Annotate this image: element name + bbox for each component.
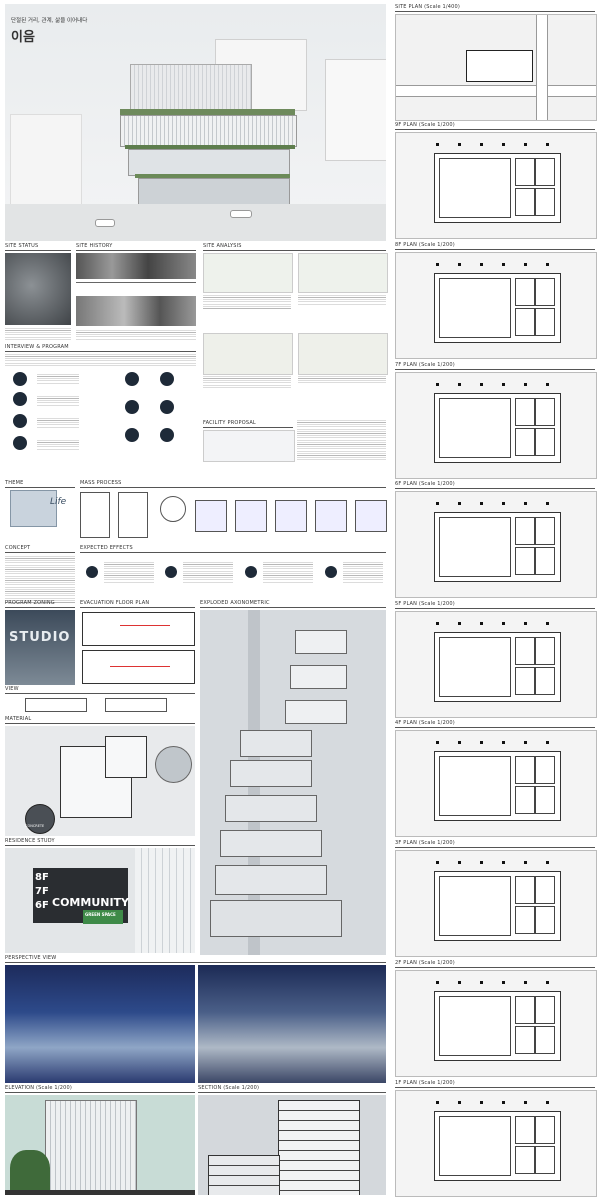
plan-label: 7F PLAN (Scale 1/200) [395, 362, 455, 368]
facility-diagram [203, 430, 295, 462]
evacuation-header: EVACUATION FLOOR PLAN [80, 600, 150, 606]
view-header: VIEW [5, 686, 19, 692]
material-render: CONCRETE [5, 726, 195, 836]
floor-plan-drawing [395, 730, 597, 837]
perspective-render-1 [5, 965, 195, 1083]
residence-community: COMMUNITY [52, 896, 130, 909]
program-zoning-header: PROGRAM ZONING [5, 600, 55, 606]
exploded-axonometric-header: EXPLODED AXONOMETRIC [200, 600, 270, 606]
site-status-map [5, 253, 71, 325]
exploded-axonometric-render [200, 610, 386, 955]
site-status-header: SITE STATUS [5, 243, 39, 249]
site-analysis-header: SITE ANALYSIS [203, 243, 242, 249]
residence-study-header: RESIDENCE STUDY [5, 838, 55, 844]
plan-label: 6F PLAN (Scale 1/200) [395, 481, 455, 487]
site-plan-drawing [395, 14, 597, 121]
site-history-photos [76, 253, 196, 279]
floor-plan-drawing [395, 132, 597, 239]
zoning-word: STUDIO [9, 630, 71, 645]
perspective-render-2 [198, 965, 386, 1083]
plans-column: SITE PLAN (Scale 1/400) 9F PLAN (Scale 1/… [391, 0, 600, 1200]
expected-effects-items [80, 556, 386, 601]
mass-process-header: MASS PROCESS [80, 480, 122, 486]
mass-process-diagrams [80, 490, 387, 540]
plan-label: 9F PLAN (Scale 1/200) [395, 122, 455, 128]
floor-plan-drawing [395, 372, 597, 479]
theme-header: THEME [5, 480, 24, 486]
plan-label: 4F PLAN (Scale 1/200) [395, 720, 455, 726]
residence-floor-7f: 7F [35, 886, 49, 897]
concept-header: CONCEPT [5, 545, 31, 551]
perspective-view-header: PERSPECTIVE VIEW [5, 955, 57, 961]
evacuation-plans [80, 610, 195, 685]
section-drawing [198, 1095, 386, 1195]
floor-plan-drawing [395, 491, 597, 598]
hero-render: 단절된 거리, 관계, 삶을 이어내다 이음 [5, 4, 386, 241]
interview-icons [5, 370, 196, 465]
poster-title: 이음 [11, 30, 35, 45]
plan-label: SITE PLAN (Scale 1/400) [395, 4, 461, 10]
floor-plan-drawing [395, 850, 597, 957]
program-zoning-render: STUDIO [5, 610, 75, 685]
elevation-drawing [5, 1095, 195, 1195]
plan-label: 5F PLAN (Scale 1/200) [395, 601, 455, 607]
material-word: CONCRETE [25, 824, 45, 828]
residence-render: 8F 7F 6F COMMUNITY GREEN SPACE [5, 848, 195, 953]
residence-floor-8f: 8F [35, 872, 49, 883]
theme-cube [10, 490, 57, 527]
plan-label: 8F PLAN (Scale 1/200) [395, 242, 455, 248]
residence-floor-6f: 6F [35, 900, 49, 911]
floor-plan-drawing [395, 252, 597, 359]
floor-plan-drawing [395, 1090, 597, 1197]
interview-program-header: INTERVIEW & PROGRAM [5, 344, 69, 350]
plan-label: 3F PLAN (Scale 1/200) [395, 840, 455, 846]
residence-green: GREEN SPACE [85, 912, 116, 917]
view-diagram [5, 696, 195, 714]
floor-plan-drawing [395, 970, 597, 1077]
plan-label: 2F PLAN (Scale 1/200) [395, 960, 455, 966]
floor-plan-drawing [395, 611, 597, 718]
plan-label: 1F PLAN (Scale 1/200) [395, 1080, 455, 1086]
theme-word: Life [50, 497, 67, 507]
elevation-header: ELEVATION (Scale 1/200) [5, 1085, 72, 1091]
facility-proposal-header: FACILITY PROPOSAL [203, 420, 256, 426]
expected-effects-header: EXPECTED EFFECTS [80, 545, 133, 551]
poster-subtitle: 단절된 거리, 관계, 삶을 이어내다 [11, 18, 88, 24]
section-header: SECTION (Scale 1/200) [198, 1085, 260, 1091]
site-analysis-maps [203, 253, 388, 393]
main-building [120, 64, 305, 214]
site-history-header: SITE HISTORY [76, 243, 113, 249]
material-header: MATERIAL [5, 716, 32, 722]
